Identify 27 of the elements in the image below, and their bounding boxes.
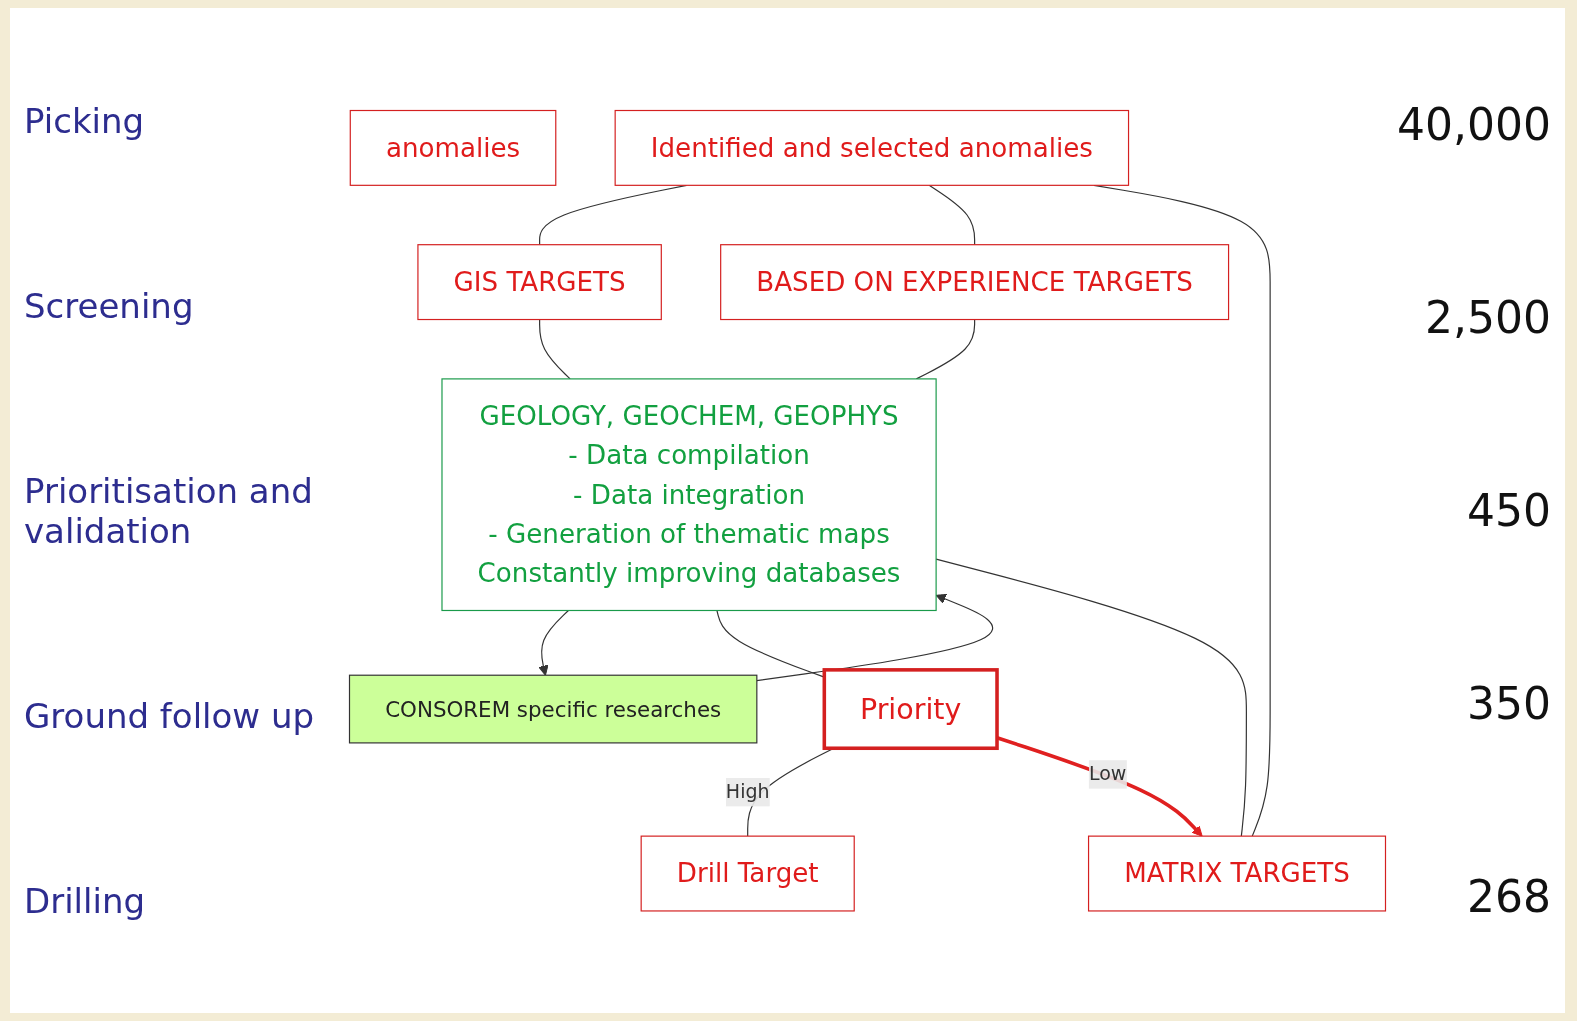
connector xyxy=(539,318,571,380)
node-box xyxy=(349,109,557,186)
node-box xyxy=(441,378,937,611)
connector xyxy=(928,184,976,246)
node-box xyxy=(348,674,758,744)
count-label: 268 xyxy=(1467,871,1551,922)
arrow xyxy=(538,609,570,676)
node-box xyxy=(822,667,999,750)
connector xyxy=(915,318,976,380)
count-label: 350 xyxy=(1467,678,1551,729)
edge-label: Low xyxy=(1088,762,1127,785)
stage-label: Prioritisation and validation xyxy=(24,470,314,551)
arrow xyxy=(756,593,994,681)
edge-label: High xyxy=(725,780,770,803)
node-box xyxy=(720,243,1230,320)
stage-label: Drilling xyxy=(24,880,147,921)
stage-label: Screening xyxy=(24,285,195,326)
node-box xyxy=(1087,835,1387,912)
node-box xyxy=(640,835,855,912)
stage-label: Picking xyxy=(24,100,146,141)
flowchart: High Low anomalies Identified and selected anomalies GIS TARGETS BASED ON EXPERIENCE TARGETS MATRIX TARGETS GEOLOGY, GEOCHEM, GEOPHYS - Data compilation - Data integration - Generation of thematic maps Constantly improving databases CONSOREM specific researches Priority Drill Target xyxy=(340,100,1395,921)
count-label: 450 xyxy=(1467,485,1551,536)
node-box xyxy=(614,109,1130,186)
count-label: 40,000 xyxy=(1397,99,1551,150)
count-label: 2,500 xyxy=(1425,292,1551,343)
stage-label: Ground follow up xyxy=(24,695,316,736)
node-box xyxy=(417,243,662,320)
